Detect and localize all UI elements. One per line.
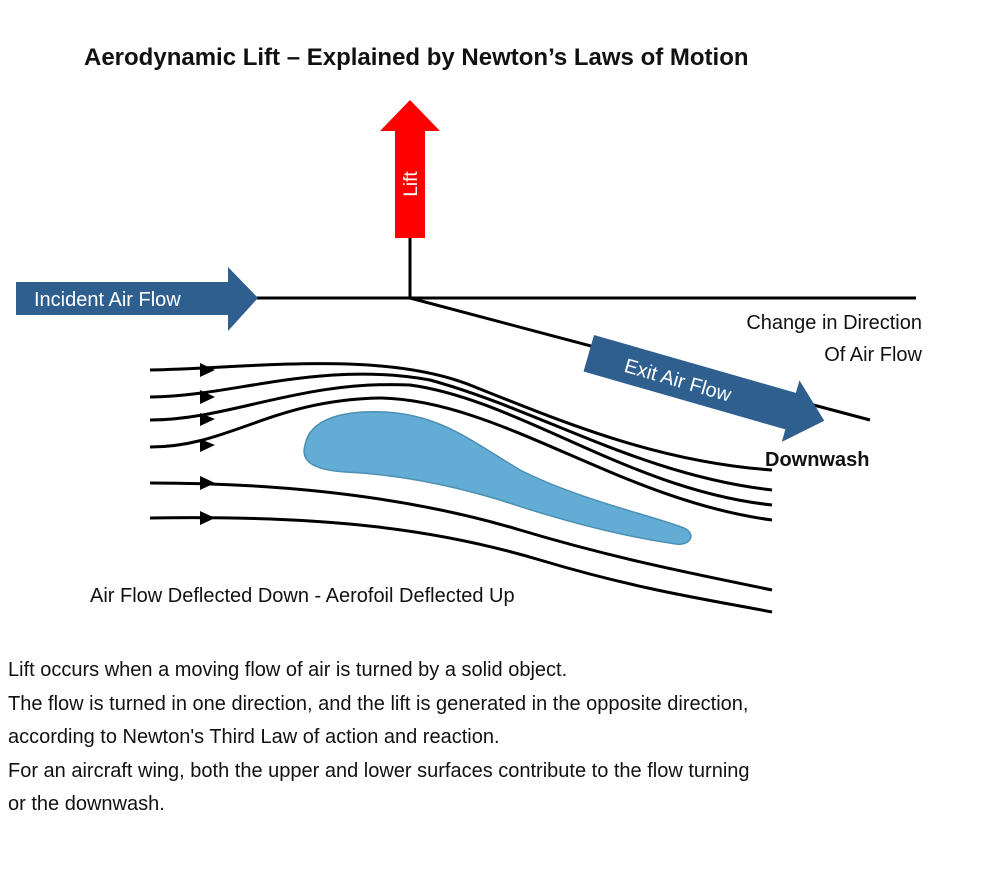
diagram-title: Aerodynamic Lift – Explained by Newton’s… <box>84 44 749 71</box>
arrowhead-icon <box>200 363 215 377</box>
streamline <box>149 362 773 472</box>
arrowhead-icon <box>200 511 215 525</box>
streamline <box>149 396 773 522</box>
arrowhead-icon <box>200 413 215 426</box>
exit-air-flow-arrow <box>583 335 825 442</box>
arrowhead-icon <box>200 476 215 490</box>
lift-label: Lift <box>401 171 422 197</box>
streamline <box>149 481 773 592</box>
explanation-line: Lift occurs when a moving flow of air is… <box>8 659 568 681</box>
explanation-paragraph: Lift occurs when a moving flow of air is… <box>8 654 750 822</box>
deflection-caption: Air Flow Deflected Down - Aerofoil Defle… <box>90 585 515 607</box>
change-direction-label-line2: Of Air Flow <box>824 344 922 366</box>
explanation-line: or the downwash. <box>8 793 165 815</box>
aerofoil <box>303 410 692 545</box>
streamlines <box>149 362 773 614</box>
explanation-line: For an aircraft wing, both the upper and… <box>8 759 750 782</box>
streamline <box>149 383 773 507</box>
arrowhead-icon <box>200 439 215 452</box>
streamline <box>149 372 773 492</box>
incident-air-flow-arrow <box>16 267 258 331</box>
lift-arrow <box>380 100 440 238</box>
explanation-line: according to Newton's Third Law of actio… <box>8 726 500 748</box>
change-direction-label-line1: Change in Direction <box>746 312 922 334</box>
downwash-label: Downwash <box>765 449 870 471</box>
incident-air-flow-label: Incident Air Flow <box>34 289 181 311</box>
streamline <box>149 516 773 614</box>
streamline-arrowheads <box>200 363 215 525</box>
explanation-line: The flow is turned in one direction, and… <box>8 692 749 715</box>
arrowhead-icon <box>200 390 215 404</box>
